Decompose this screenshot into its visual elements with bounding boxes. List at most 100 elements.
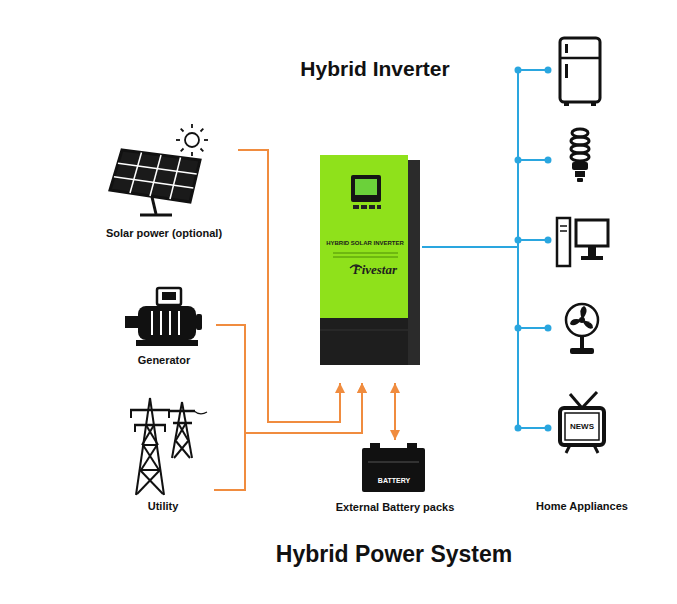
computer-icon	[576, 220, 608, 246]
appliance-bus	[546, 158, 551, 163]
device-label: Fivestar	[323, 262, 427, 277]
power-connector	[422, 246, 517, 248]
inverter-device	[320, 155, 408, 320]
computer-icon	[560, 230, 567, 232]
screen-text: NEWS	[553, 422, 611, 432]
power-tower-icon	[142, 425, 154, 445]
inverter-device	[320, 318, 408, 365]
appliance-bus	[518, 427, 548, 429]
battery-icon	[362, 443, 425, 492]
fridge-icon	[560, 38, 600, 102]
power-connector	[238, 150, 340, 422]
appliance-bus	[517, 70, 519, 428]
generator-icon	[160, 311, 162, 335]
power-connector	[394, 383, 396, 440]
solar-panel-icon	[170, 158, 181, 200]
appliances-node: Home Appliances NEWS	[517, 30, 647, 518]
inverter-device	[320, 330, 408, 331]
power-tower-icon	[130, 409, 170, 412]
tv-icon	[582, 392, 597, 408]
sun-icon	[201, 149, 204, 152]
sun-icon	[185, 133, 199, 147]
power-tower-icon	[178, 423, 188, 440]
generator-icon	[125, 316, 139, 328]
appliance-bus	[518, 69, 548, 71]
diagram-caption: Hybrid Power System	[94, 540, 677, 569]
battery-icon	[362, 448, 425, 492]
appliance-bus	[516, 68, 551, 431]
solar-panel-icon	[118, 163, 197, 174]
power-tower-icon	[176, 423, 186, 440]
sun-icon	[176, 124, 208, 156]
node-label: Solar power (optional)	[90, 227, 238, 240]
fridge-icon	[591, 102, 596, 106]
power-tower-icon	[168, 410, 170, 418]
appliance-bus	[516, 238, 521, 243]
appliance-bus	[516, 158, 521, 163]
power-tower-icon	[173, 422, 192, 425]
bulb-icon	[571, 129, 589, 182]
device-label: BATTERY	[324, 476, 464, 485]
appliance-bus	[516, 426, 521, 431]
battery-icon	[368, 462, 419, 463]
solar-node: Solar power (optional)	[90, 125, 238, 243]
generator-icon	[125, 288, 202, 346]
power-tower-icon	[140, 469, 160, 471]
tv-icon	[594, 445, 598, 453]
fan-icon	[580, 336, 584, 348]
inverter-device	[361, 205, 367, 209]
bulb-icon	[572, 162, 588, 170]
tv-icon	[570, 394, 582, 408]
power-tower-icon	[134, 424, 166, 427]
fan-icon	[570, 348, 594, 354]
inverter-device	[377, 205, 381, 209]
node-label: Utility	[112, 500, 214, 513]
inverter-device	[333, 253, 398, 254]
sun-icon	[201, 129, 204, 132]
generator-icon	[157, 288, 181, 305]
power-tower-icon	[137, 470, 160, 494]
power-connector	[216, 325, 362, 433]
tv-icon	[566, 445, 570, 453]
fan-icon	[579, 317, 585, 323]
power-tower-icon	[174, 440, 189, 458]
diagram-title-area: Hybrid Inverter	[75, 55, 675, 82]
power-connector	[214, 383, 362, 490]
solar-panel-icon	[150, 155, 161, 196]
generator-icon	[162, 292, 176, 300]
fan-icon	[566, 304, 598, 336]
appliance-bus	[518, 239, 548, 241]
appliance-bus	[546, 326, 551, 331]
sun-icon	[176, 139, 180, 141]
node-label: Generator	[112, 354, 216, 367]
sun-icon	[204, 139, 208, 141]
generator-icon	[151, 311, 153, 335]
inverter-device	[369, 205, 375, 209]
appliance-bus	[518, 327, 548, 329]
utility-node: Utility	[112, 392, 214, 514]
power-tower-icon	[175, 440, 190, 458]
inverter-device	[355, 179, 377, 195]
appliance-bus	[546, 68, 551, 73]
solar-panel-icon	[152, 197, 156, 214]
sun-icon	[181, 129, 184, 132]
bulb-icon	[571, 153, 589, 161]
inverter-device	[351, 175, 381, 202]
computer-icon	[560, 225, 567, 227]
solar-panel-icon	[130, 153, 142, 194]
generator-icon	[196, 314, 202, 330]
sun-icon	[191, 124, 193, 128]
solar-panel-icon	[114, 177, 193, 188]
fridge-icon	[564, 102, 569, 106]
fan-icon	[566, 304, 598, 354]
solar-panel-icon	[140, 214, 172, 217]
bulb-icon	[577, 178, 583, 182]
appliance-bus	[518, 159, 548, 161]
power-tower-icon	[134, 425, 136, 432]
group-label: Home Appliances	[517, 500, 647, 513]
generator-icon	[136, 340, 198, 346]
sun-icon	[191, 152, 193, 156]
